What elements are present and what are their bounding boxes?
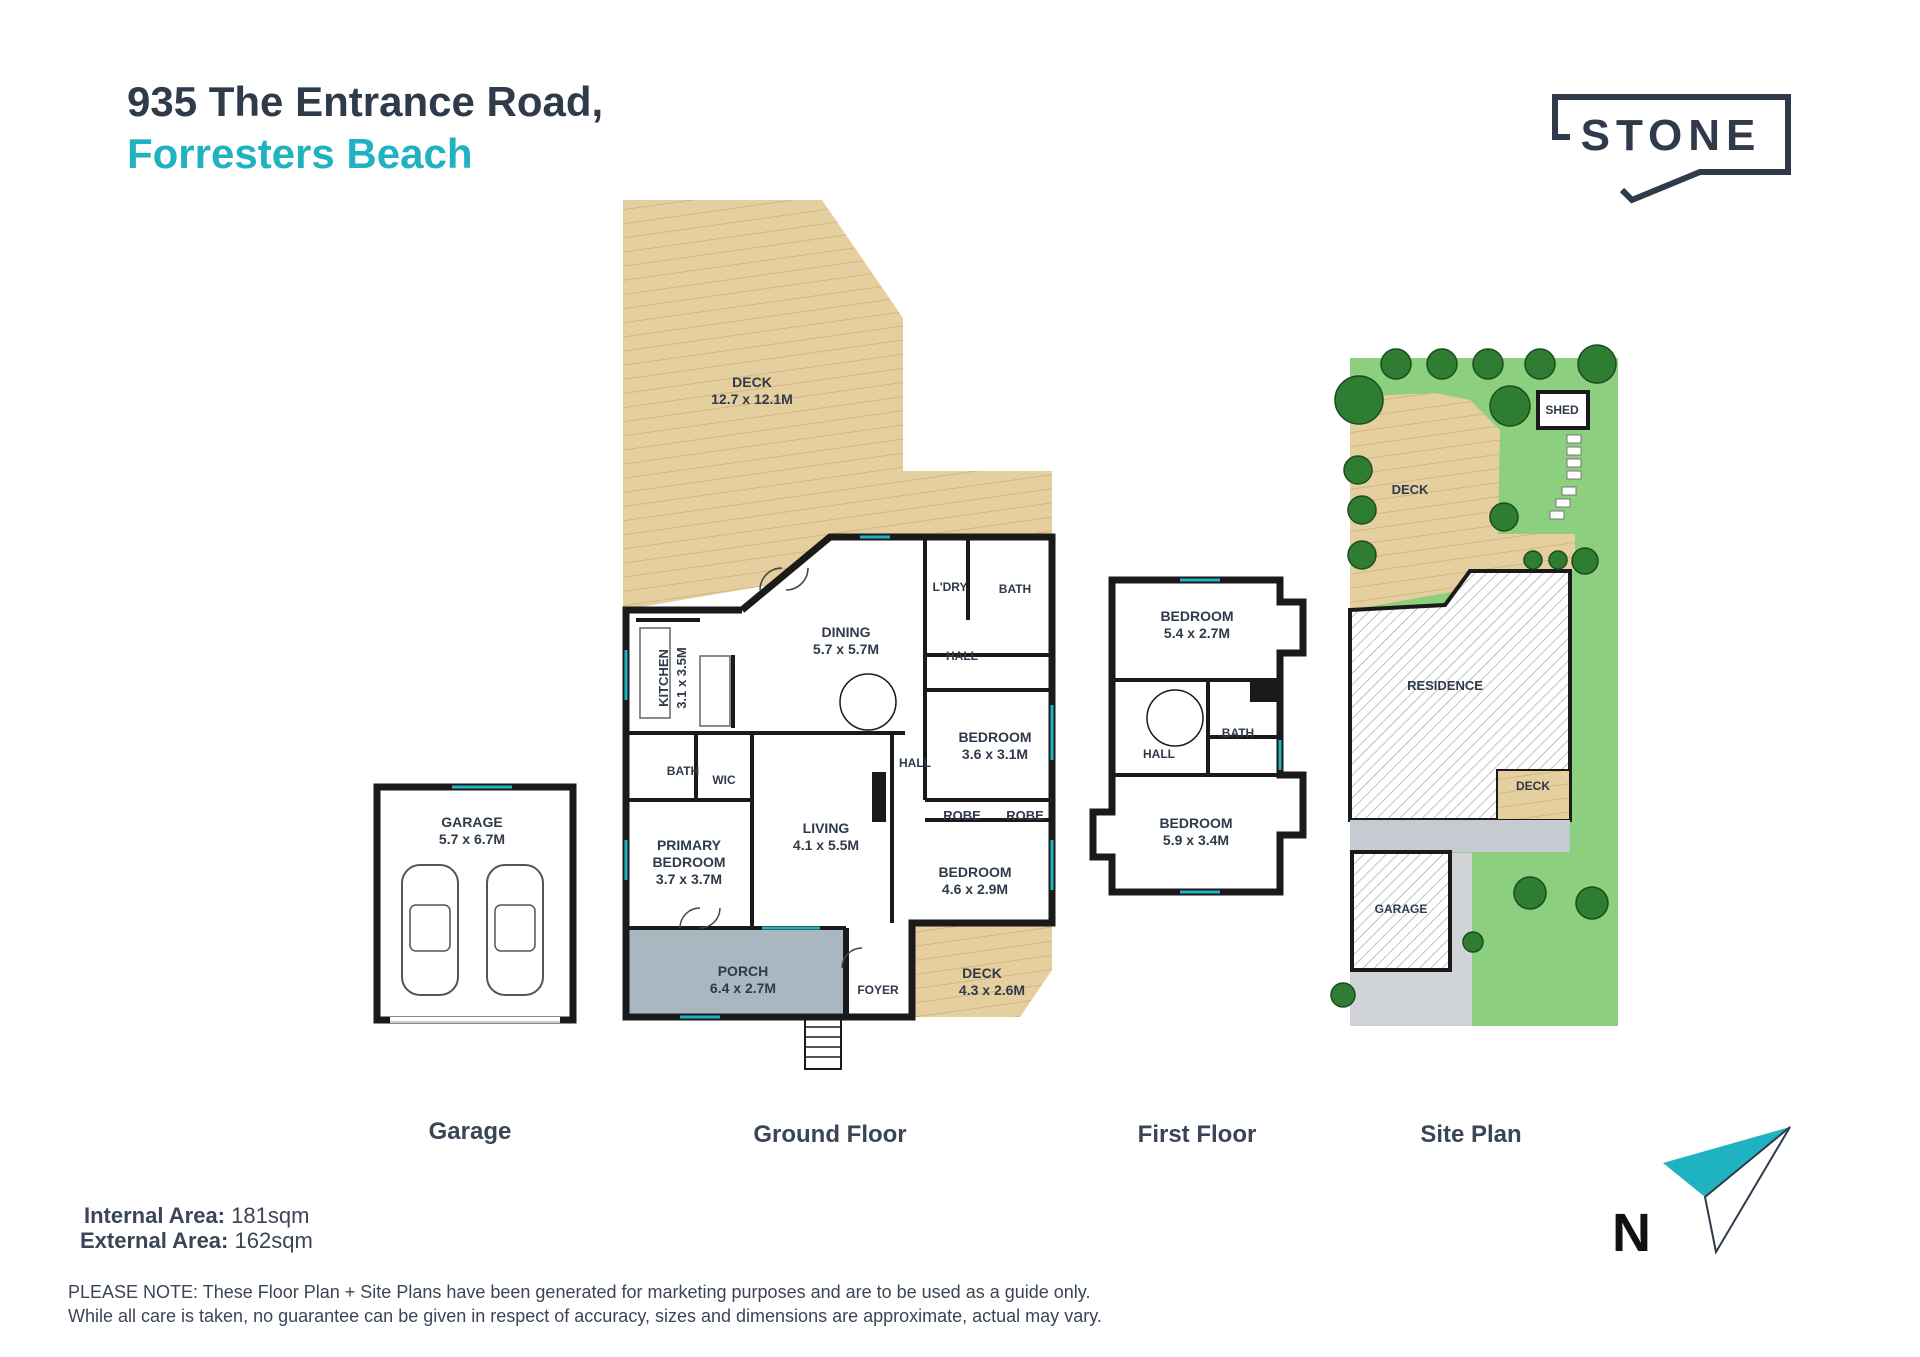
room-label: ROBE <box>943 808 981 823</box>
deck-area <box>623 200 1052 610</box>
external-area-label: External Area: <box>80 1228 229 1253</box>
site-label: DECK <box>1516 779 1550 793</box>
internal-area-label: Internal Area: <box>84 1203 226 1228</box>
room-label: LIVING <box>803 820 850 836</box>
external-area-value: 162sqm <box>234 1228 313 1253</box>
room-label: BATH <box>1222 726 1254 740</box>
internal-area: Internal Area: 181sqm <box>84 1203 309 1229</box>
room-label: PORCH <box>718 963 769 979</box>
north-arrow-icon <box>1663 1126 1791 1255</box>
tree-icon <box>1330 344 1617 1008</box>
room-label: BEDROOM <box>1160 608 1233 624</box>
disclaimer: PLEASE NOTE: These Floor Plan + Site Pla… <box>68 1280 1102 1328</box>
room-label: DECK <box>732 374 772 390</box>
caption-ground-floor: Ground Floor <box>753 1121 907 1148</box>
room-label: FOYER <box>857 983 899 997</box>
room-dims: 3.6 x 3.1M <box>962 746 1028 762</box>
logo-text: STONE <box>1581 111 1762 160</box>
room-label: ROBE <box>1006 808 1044 823</box>
site-shed <box>1536 390 1590 430</box>
room-dims: 4.1 x 5.5M <box>793 837 859 853</box>
porch-area <box>628 928 846 1017</box>
first-floor-plan: BEDROOM 5.4 x 2.7M HALL BATH BEDROOM 5.9… <box>1089 576 1307 896</box>
room-dims: 6.4 x 2.7M <box>710 980 776 996</box>
ground-floor-plan: DECK 12.7 x 12.1M DINING 5.7 x 5.7M KITC… <box>622 200 1056 1070</box>
room-label: WIC <box>712 773 736 787</box>
room-dims: 5.9 x 3.4M <box>1163 832 1229 848</box>
site-plan: DECK SHED RESIDENCE DECK GARAGE <box>1330 344 1618 1026</box>
site-label: DECK <box>1392 482 1429 497</box>
room-label: HALL <box>946 649 978 663</box>
site-label: SHED <box>1545 403 1579 417</box>
room-dims: 5.7 x 5.7M <box>813 641 879 657</box>
stone-logo: STONE <box>1552 94 1791 204</box>
room-dims: 5.7 x 6.7M <box>439 831 505 847</box>
room-label: BEDROOM <box>1159 815 1232 831</box>
room-label: KITCHEN <box>656 649 671 707</box>
room-dims: 3.7 x 3.7M <box>656 871 722 887</box>
room-label: HALL <box>899 756 931 770</box>
internal-area-value: 181sqm <box>231 1203 310 1228</box>
north-letter: N <box>1612 1203 1651 1263</box>
room-dims: 4.6 x 2.9M <box>942 881 1008 897</box>
car-icon <box>401 864 459 996</box>
site-label: RESIDENCE <box>1407 678 1483 693</box>
room-label: L'DRY <box>932 580 967 594</box>
room-label: HALL <box>1143 747 1175 761</box>
caption-garage: Garage <box>428 1118 512 1145</box>
room-label: DECK <box>962 965 1002 981</box>
room-label: BEDROOM <box>652 854 725 870</box>
deck-area <box>912 923 1052 1017</box>
site-deck <box>1350 393 1575 610</box>
room-label: GARAGE <box>441 814 502 830</box>
room-label: BEDROOM <box>938 864 1011 880</box>
room-dims: 5.4 x 2.7M <box>1164 625 1230 641</box>
room-label: BATH <box>999 582 1031 596</box>
site-label: GARAGE <box>1375 902 1428 916</box>
caption-site-plan: Site Plan <box>1420 1121 1522 1148</box>
disclaimer-line: While all care is taken, no guarantee ca… <box>68 1306 1102 1326</box>
disclaimer-line: PLEASE NOTE: These Floor Plan + Site Pla… <box>68 1282 1091 1302</box>
address-street: 935 The Entrance Road, <box>127 78 604 125</box>
car-icon <box>486 864 544 996</box>
caption-first-floor: First Floor <box>1137 1121 1257 1148</box>
room-label: BEDROOM <box>958 729 1031 745</box>
room-label: PRIMARY <box>657 837 722 853</box>
garage-plan: GARAGE 5.7 x 6.7M <box>373 783 577 1024</box>
room-label: BATH <box>667 764 699 778</box>
room-label: DINING <box>822 624 871 640</box>
site-garage <box>1350 850 1452 972</box>
external-area: External Area: 162sqm <box>80 1228 313 1254</box>
room-dims: 12.7 x 12.1M <box>711 391 793 407</box>
room-dims: 4.3 x 2.6M <box>959 982 1025 998</box>
room-dims: 3.1 x 3.5M <box>674 647 689 708</box>
address-suburb: Forresters Beach <box>127 130 473 177</box>
site-deck-small <box>1496 769 1571 821</box>
